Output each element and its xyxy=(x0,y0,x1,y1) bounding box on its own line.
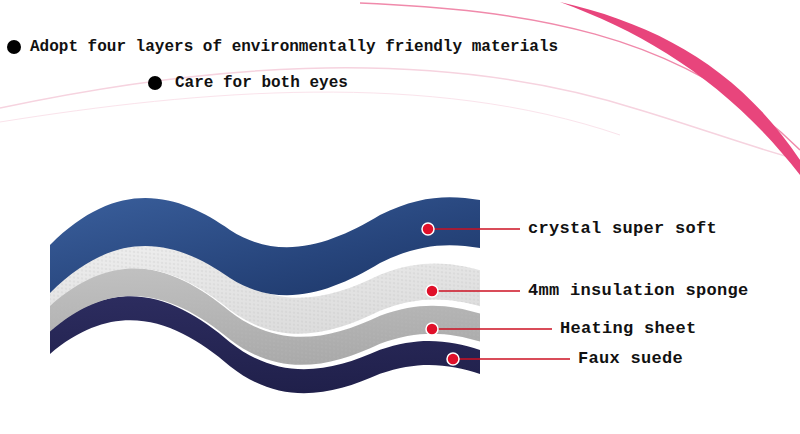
bullet-text: Care for both eyes xyxy=(175,73,348,93)
bullet-text: Adopt four layers of environmentally fri… xyxy=(30,37,558,57)
decor-curve xyxy=(0,68,800,160)
layer-label: Faux suede xyxy=(578,349,683,369)
bullet-dot xyxy=(7,40,21,54)
decor-swoosh xyxy=(560,2,800,175)
crystal-soft-layer xyxy=(50,197,480,295)
leader-dots xyxy=(422,223,459,365)
layer-label: crystal super soft xyxy=(528,219,717,239)
layer-label: 4mm insulation sponge xyxy=(528,281,749,301)
bullet-dot xyxy=(148,76,162,90)
decor-curve xyxy=(0,92,620,135)
decor-curve xyxy=(360,3,800,150)
layer-label: Heating sheet xyxy=(560,319,697,339)
